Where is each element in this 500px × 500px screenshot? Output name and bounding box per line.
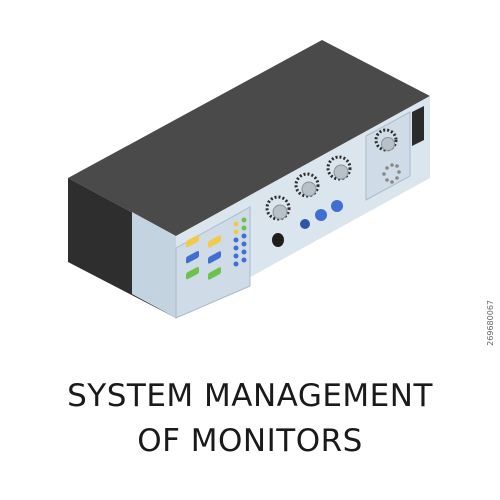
led-icon	[233, 245, 239, 251]
green-button[interactable]	[208, 266, 221, 280]
led-column	[233, 217, 247, 267]
green-button[interactable]	[186, 266, 199, 280]
jack-icon[interactable]	[272, 233, 284, 247]
knob-icon[interactable]	[265, 195, 291, 221]
speaker-icon	[382, 163, 401, 184]
device-front-edge	[132, 212, 176, 318]
round-button-row	[300, 200, 343, 229]
blue-button[interactable]	[208, 250, 221, 264]
led-icon	[233, 261, 239, 267]
stock-id: 269680067	[486, 300, 495, 346]
round-blue-button[interactable]	[300, 219, 310, 229]
display-slot	[412, 106, 424, 146]
caption-line-2: OF MONITORS	[137, 423, 363, 459]
blue-button[interactable]	[186, 250, 199, 264]
led-icon	[241, 233, 247, 239]
round-blue-button[interactable]	[331, 200, 343, 212]
knob-icon[interactable]	[374, 128, 398, 152]
panel-left	[175, 206, 251, 319]
knob-icon[interactable]	[294, 172, 320, 198]
led-icon	[233, 221, 239, 227]
round-blue-button[interactable]	[315, 209, 327, 221]
led-icon	[241, 217, 247, 223]
led-icon	[233, 229, 239, 235]
led-icon	[233, 237, 239, 243]
knob-icon[interactable]	[326, 155, 352, 181]
led-icon	[233, 253, 239, 259]
button-grid	[186, 234, 221, 280]
knob-group	[265, 128, 398, 221]
device-top-face	[68, 40, 430, 236]
yellow-button[interactable]	[186, 234, 199, 248]
led-icon	[241, 225, 247, 231]
led-icon	[241, 257, 247, 263]
led-icon	[241, 241, 247, 247]
caption-line-1: SYSTEM MANAGEMENT	[67, 378, 433, 414]
yellow-button[interactable]	[208, 234, 221, 248]
led-icon	[241, 249, 247, 255]
